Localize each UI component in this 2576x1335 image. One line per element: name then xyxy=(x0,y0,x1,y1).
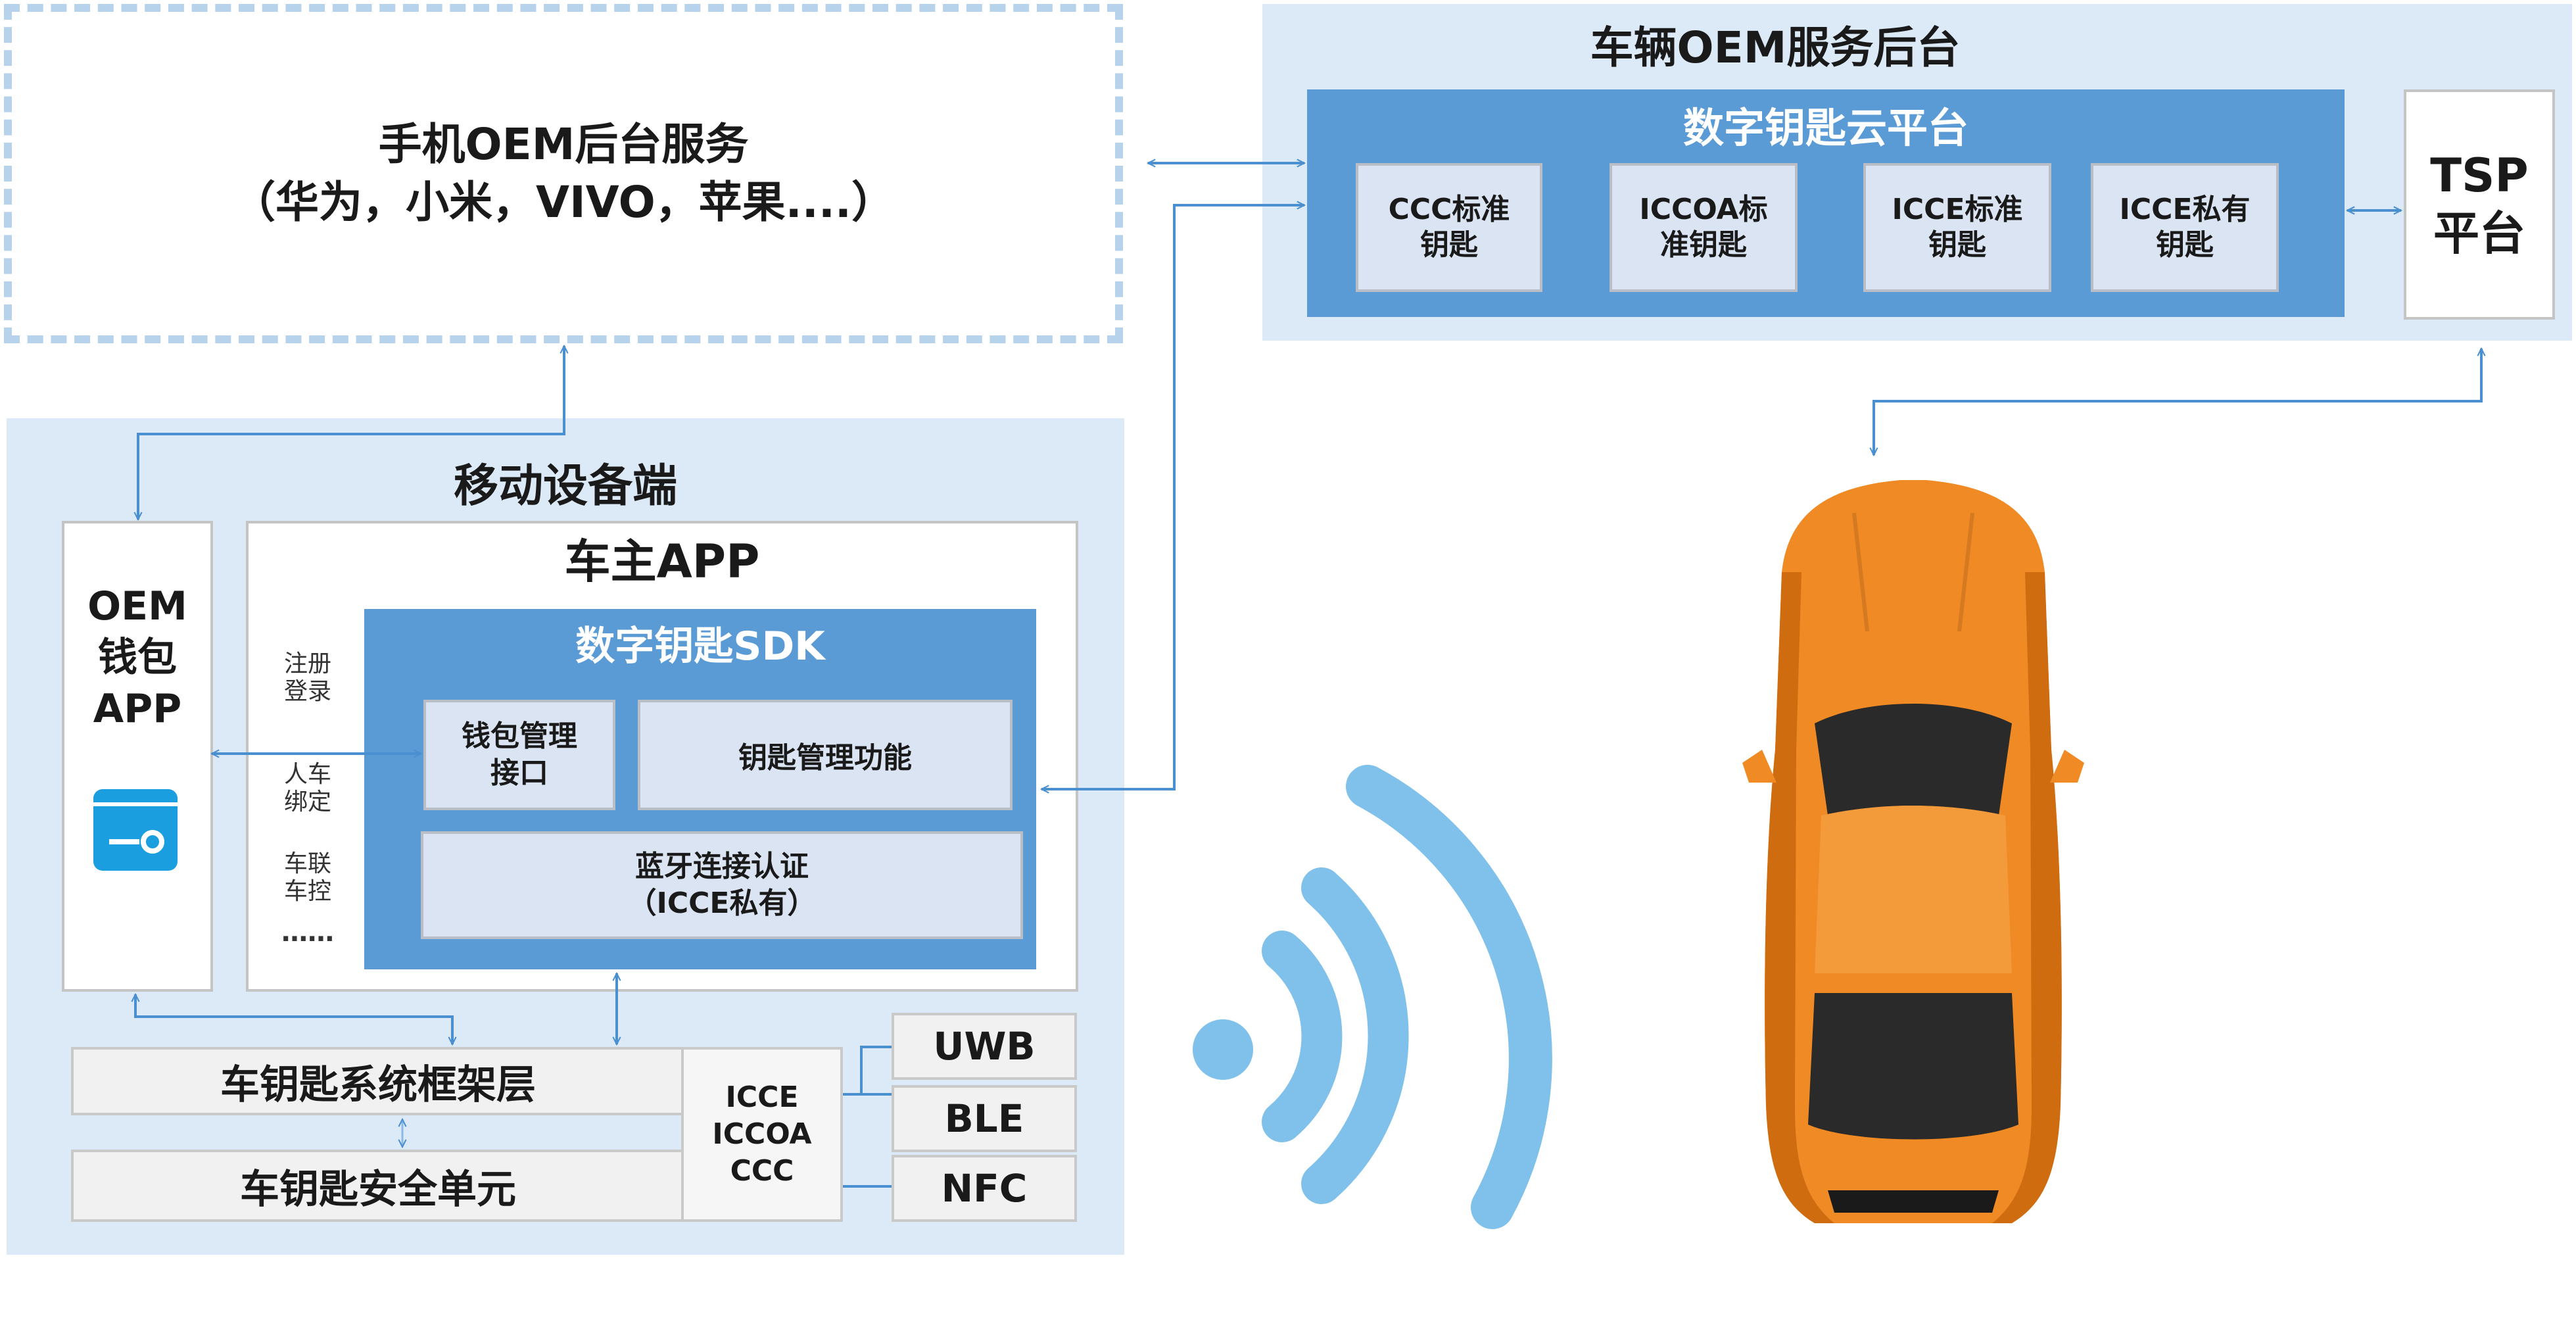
radio-uwb: UWB xyxy=(892,1013,1077,1080)
key-icce-standard-label-2: 钥匙 xyxy=(1928,228,1986,262)
wireless-signal-icon xyxy=(1193,765,1552,1229)
standards-label-iccoa: ICCOA xyxy=(712,1117,812,1151)
wallet-label-2: 钱包 xyxy=(98,635,177,681)
side-label-register-1: 注册 xyxy=(283,650,331,677)
wallet-label-3: APP xyxy=(93,686,182,732)
key-system-framework: 车钥匙系统框架层 xyxy=(71,1047,685,1115)
arrow-wallet-phone xyxy=(138,346,564,520)
side-label-binding-2: 绑定 xyxy=(283,789,331,815)
bluetooth-auth-label-1: 蓝牙连接认证 xyxy=(635,850,809,883)
side-label-ellipsis: …… xyxy=(281,917,334,948)
car-top-view xyxy=(1742,480,2084,1223)
side-label-vehicle-control-1: 车联 xyxy=(283,850,331,877)
bluetooth-auth: 蓝牙连接认证 （ICCE私有） xyxy=(421,831,1023,939)
side-label-vehicle-control-2: 车控 xyxy=(283,878,331,905)
side-label-vehicle-control: 车联 车控 xyxy=(258,848,358,908)
standards-label-ccc: CCC xyxy=(730,1154,794,1188)
key-ccc-label-2: 钥匙 xyxy=(1420,228,1478,262)
key-icce-standard-label-1: ICCE标准 xyxy=(1892,193,2023,226)
vehicle-oem-title: 车辆OEM服务后台 xyxy=(1590,22,1961,73)
wallet-api-label-2: 接口 xyxy=(490,756,548,790)
key-icce-private-label-2: 钥匙 xyxy=(2156,228,2214,262)
key-iccoa: ICCOA标 准钥匙 xyxy=(1610,163,1798,292)
side-label-register-2: 登录 xyxy=(283,678,331,705)
side-label-register: 注册 登录 xyxy=(258,648,358,708)
tsp-label-2: 平台 xyxy=(2433,206,2525,260)
key-iccoa-label-2: 准钥匙 xyxy=(1660,228,1747,262)
sdk-title: 数字钥匙SDK xyxy=(575,623,825,669)
cloud-platform-title: 数字钥匙云平台 xyxy=(1682,104,1968,152)
wallet-key-icon xyxy=(92,787,179,873)
phone-oem-backend: 手机OEM后台服务 （华为，小米，VIVO，苹果....） xyxy=(4,4,1123,343)
key-ccc-label-1: CCC标准 xyxy=(1388,193,1510,226)
tsp-platform: TSP 平台 xyxy=(2404,89,2555,320)
key-management-function: 钥匙管理功能 xyxy=(638,700,1013,810)
key-icce-standard: ICCE标准 钥匙 xyxy=(1863,163,2051,292)
wallet-label-1: OEM xyxy=(87,583,187,629)
standards-box: ICCE ICCOA CCC xyxy=(681,1047,843,1222)
owner-app-title: 车主APP xyxy=(564,534,760,589)
radio-ble: BLE xyxy=(892,1085,1077,1152)
radio-nfc: NFC xyxy=(892,1155,1077,1222)
phone-oem-title: 手机OEM后台服务 xyxy=(378,119,749,170)
side-label-binding: 人车 绑定 xyxy=(258,759,358,818)
bluetooth-auth-label-2: （ICCE私有） xyxy=(627,886,817,920)
key-ccc: CCC标准 钥匙 xyxy=(1356,163,1542,292)
key-icce-private-label-1: ICCE私有 xyxy=(2119,193,2251,226)
arrow-wallet-framework xyxy=(135,994,452,1044)
wallet-management-api: 钱包管理 接口 xyxy=(423,700,615,810)
key-iccoa-label-1: ICCOA标 xyxy=(1639,193,1768,226)
tsp-label-1: TSP xyxy=(2430,149,2529,203)
standards-label-icce: ICCE xyxy=(725,1080,799,1114)
wallet-label: OEM 钱包 APP xyxy=(62,579,213,737)
arrow-tsp-car xyxy=(1874,349,2481,455)
key-secure-element: 车钥匙安全单元 xyxy=(71,1150,685,1222)
arrow-sdk-cloud xyxy=(1041,205,1304,789)
link-standards-uwb xyxy=(843,1046,892,1096)
wallet-api-label-1: 钱包管理 xyxy=(462,719,577,753)
side-label-binding-1: 人车 xyxy=(283,761,331,788)
phone-oem-vendors: （华为，小米，VIVO，苹果....） xyxy=(232,177,895,228)
oem-wallet-app xyxy=(62,521,213,992)
key-icce-private: ICCE私有 钥匙 xyxy=(2091,163,2279,292)
